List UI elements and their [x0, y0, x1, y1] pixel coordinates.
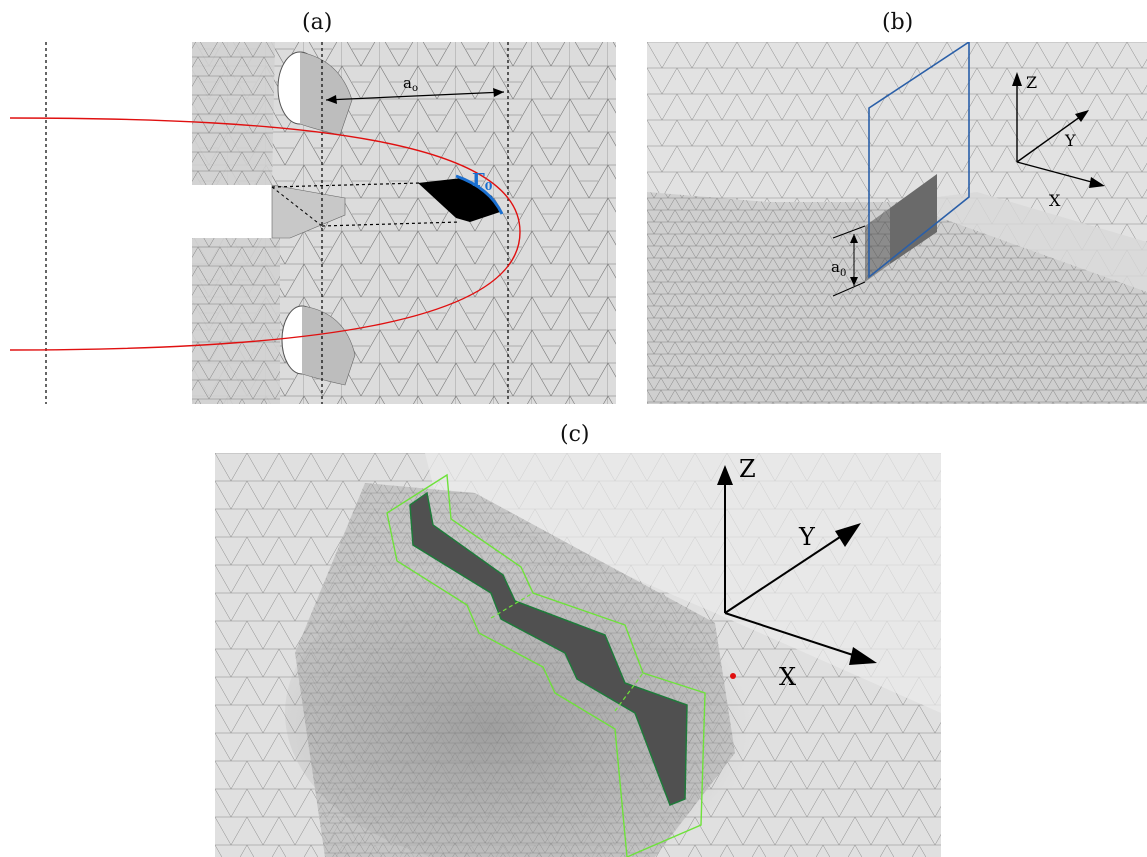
- guide-line-crack-top: [271, 182, 421, 188]
- axis-x-label-c: X: [779, 663, 796, 691]
- mesh-bevel-bottom: [192, 230, 280, 404]
- axis-x-label-b: X: [1049, 191, 1061, 210]
- notch-cutout: [192, 185, 272, 238]
- arrowhead-down: [850, 277, 858, 286]
- axis-y-line-c: [724, 534, 844, 614]
- axis-z-label-b: Z: [1026, 73, 1037, 92]
- dimension-arrow-a0: [325, 91, 505, 101]
- arrowhead-left: [326, 95, 337, 104]
- panel-label-c: (c): [560, 422, 590, 447]
- axis-x-line-c: [724, 612, 860, 658]
- mesh-bevel-top: [192, 42, 275, 185]
- crack-box-side: [865, 208, 890, 282]
- panel-label-a: (a): [302, 10, 333, 35]
- panel-a: ao Γ0: [9, 42, 616, 404]
- panel-c: Z Y X: [215, 453, 941, 857]
- axis-x-arrow-b: [1089, 177, 1105, 188]
- dimension-line-bottom: [832, 281, 866, 297]
- hole-top-shade: [299, 51, 353, 136]
- gamma-label: Γ0: [472, 170, 493, 193]
- red-marker: [730, 673, 736, 679]
- dimension-line-top: [832, 225, 866, 239]
- crack-box-front: [890, 174, 937, 264]
- axis-y-label-c: Y: [798, 523, 816, 551]
- dimension-label-a: ao: [403, 74, 418, 94]
- mesh-face-front: [647, 192, 1147, 404]
- panel-b: a0 Z Y X: [647, 42, 1147, 404]
- crack-surface-c: [410, 493, 687, 805]
- parabola-curve: [9, 117, 521, 351]
- axis-z-label-c: Z: [739, 455, 756, 483]
- guide-line-crack-bottom: [321, 221, 461, 227]
- dimension-label-a-b: a0: [831, 258, 846, 279]
- axis-z-arrow-b: [1012, 72, 1022, 86]
- crack-dash-2: [614, 672, 644, 712]
- axis-z-arrow-c: [717, 465, 733, 485]
- axis-x-line-b: [1016, 161, 1100, 185]
- axis-x-arrow-c: [849, 647, 877, 665]
- mesh-face-top: [897, 192, 1147, 292]
- axis-y-line-b: [1016, 113, 1085, 163]
- axis-y-arrow-c: [835, 523, 861, 547]
- arrowhead-right: [493, 88, 504, 97]
- hole-bottom-shade: [301, 305, 356, 386]
- crack-outline-outer: [386, 473, 706, 857]
- arrowhead-up: [850, 234, 858, 243]
- panel-label-b: (b): [882, 10, 914, 35]
- plane-outline: [868, 42, 970, 279]
- axis-y-label-b: Y: [1064, 131, 1076, 150]
- notch-step: [271, 184, 346, 239]
- crack-dash-1: [490, 592, 534, 619]
- crack-outline-inner: [409, 491, 688, 806]
- gamma-boundary: [455, 174, 504, 215]
- axis-y-arrow-b: [1075, 110, 1089, 122]
- guide-line-crack-left: [271, 186, 323, 227]
